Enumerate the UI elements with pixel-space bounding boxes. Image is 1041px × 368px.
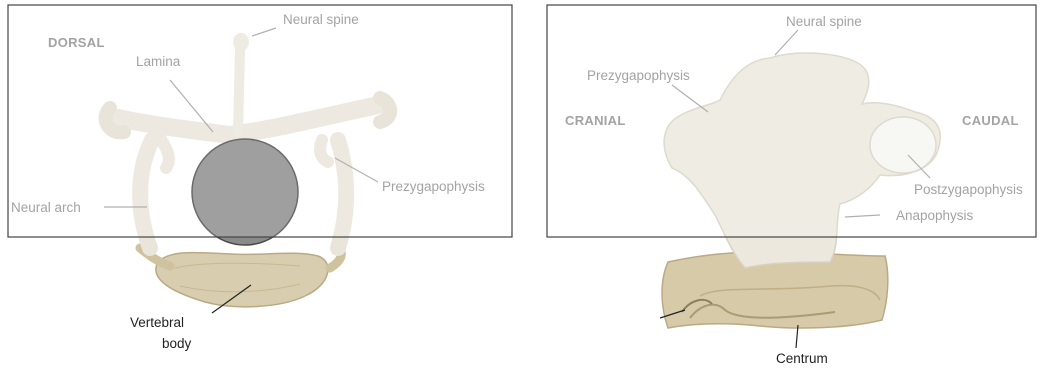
lateral-prezygapophysis-label: Prezygapophysis bbox=[587, 68, 690, 83]
vertebral-body-label-line2: body bbox=[162, 336, 192, 351]
neural-arch-label: Neural arch bbox=[11, 200, 81, 215]
orientation-dorsal-label: DORSAL bbox=[48, 35, 105, 50]
prezygapophysis-label: Prezygapophysis bbox=[382, 179, 485, 194]
lateral-neural-spine-label: Neural spine bbox=[786, 14, 862, 29]
anapophysis-label: Anapophysis bbox=[896, 208, 974, 223]
lamina-label: Lamina bbox=[136, 54, 181, 69]
vertebral-body-label-line1: Vertebral bbox=[130, 315, 184, 330]
vertebral-body bbox=[156, 252, 328, 306]
centrum-label: Centrum bbox=[776, 351, 828, 366]
orientation-cranial-label: CRANIAL bbox=[565, 113, 626, 128]
neural-spine-label: Neural spine bbox=[283, 12, 359, 27]
postzygapophysis-label: Postzygapophysis bbox=[914, 182, 1023, 197]
orientation-caudal-label: CAUDAL bbox=[962, 113, 1019, 128]
